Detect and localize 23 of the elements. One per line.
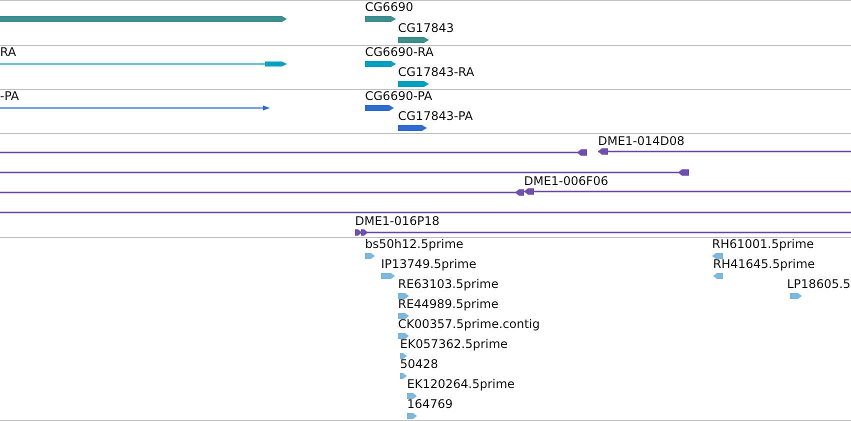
feature-label: DME1-006F06 — [524, 175, 610, 188]
feature-label: DME1-014D08 — [598, 135, 686, 148]
feature-label: CK00357.5prime.contig — [398, 318, 540, 332]
feature-label: EK057362.5prime — [400, 338, 508, 352]
feature-label: CG6690-RA — [365, 46, 434, 60]
feature-label: 50428 — [400, 358, 438, 372]
feature-label: IP13749.5prime — [381, 258, 476, 272]
feature-label: CG17843-PA — [398, 110, 473, 124]
feature-label: RH61001.5prime — [712, 238, 814, 252]
feature-label: DME1-016P18 — [355, 215, 441, 228]
feature-label: RE63103.5prime — [398, 278, 498, 292]
feature-label: RH41645.5prime — [713, 258, 815, 272]
feature-label: CG17843 — [398, 22, 454, 36]
feature-label: 164769 — [407, 398, 453, 412]
feature-label: EK120264.5prime — [407, 378, 515, 392]
feature-label: bs50h12.5prime — [365, 238, 464, 252]
feature-label: CG6690-PA — [365, 90, 432, 104]
feature-label: LP18605.5 — [787, 278, 851, 292]
feature-label: CG6690 — [365, 1, 414, 14]
feature-label: -PA — [0, 90, 20, 104]
feature-label: RE44989.5prime — [398, 298, 498, 312]
feature-label: RA — [0, 46, 18, 60]
feature-label: CG17843-RA — [398, 66, 474, 80]
